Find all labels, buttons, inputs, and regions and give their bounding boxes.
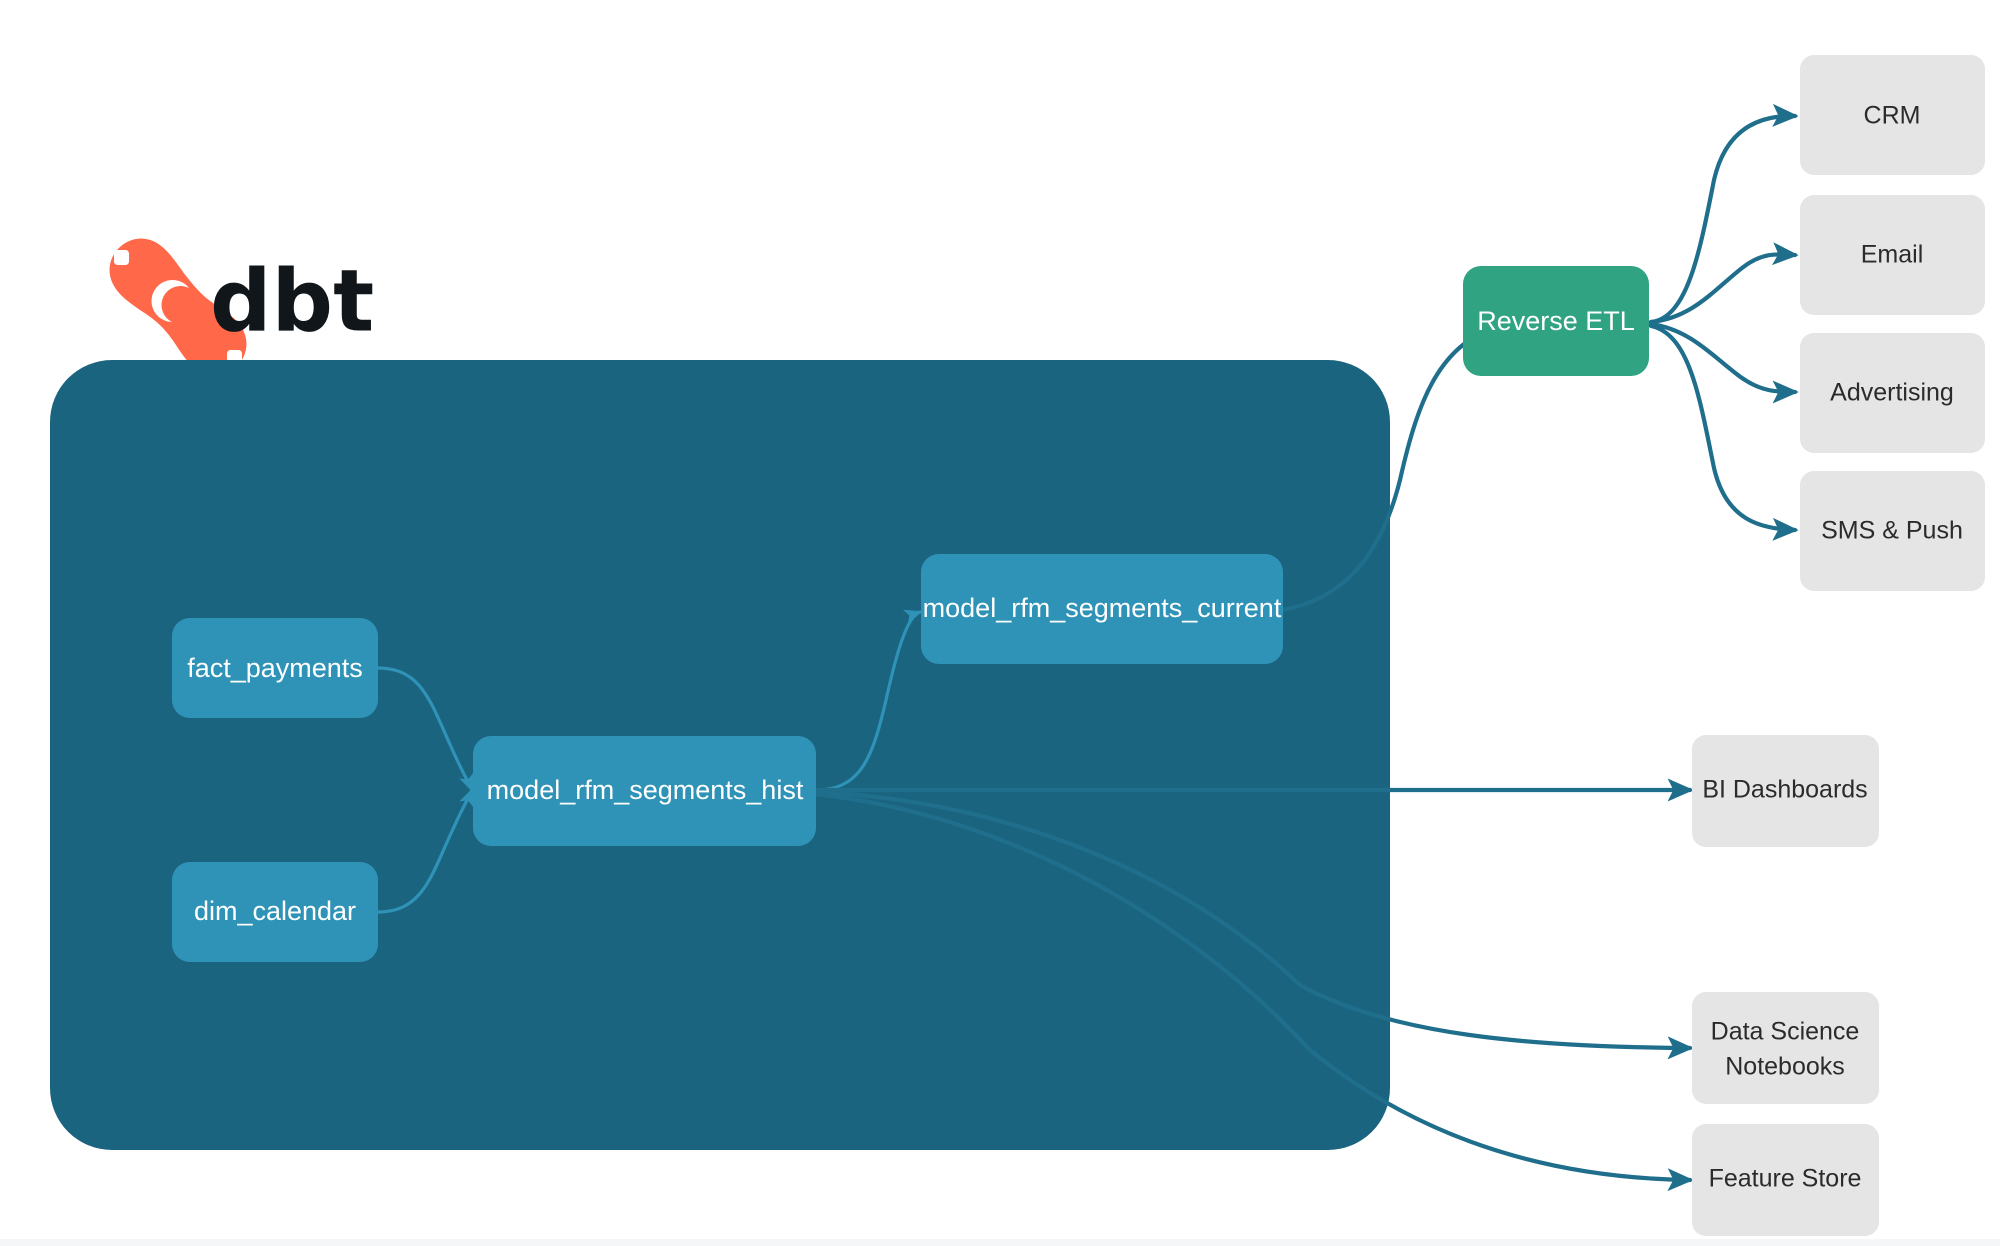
edge-current-to-reverse-etl <box>1279 318 1509 613</box>
model-node-rfm-segments-hist[interactable]: model_rfm_segments_hist <box>473 736 816 846</box>
model-node-rfm-segments-hist-label: model_rfm_segments_hist <box>487 775 804 805</box>
model-node-rfm-segments-current-label: model_rfm_segments_current <box>923 593 1282 623</box>
reverse-etl-label: Reverse ETL <box>1477 306 1635 336</box>
dbt-logo: dbt <box>109 238 374 376</box>
destination-box-sms-push-label: SMS & Push <box>1821 517 1963 545</box>
destination-box-email-label: Email <box>1861 241 1924 269</box>
destination-box-feature-store-label: Feature Store <box>1709 1165 1862 1193</box>
destination-box-data-science-notebooks[interactable]: Data Science Notebooks <box>1692 992 1879 1104</box>
dbt-logo-text: dbt <box>210 251 374 351</box>
model-node-fact-payments[interactable]: fact_payments <box>172 618 378 718</box>
edge-hist-to-current <box>813 609 923 792</box>
edge-hist-to-data-science-notebooks <box>812 789 1694 1060</box>
destination-box-email[interactable]: Email <box>1800 195 1985 315</box>
model-node-dim-calendar-label: dim_calendar <box>194 896 356 926</box>
destination-box-advertising-label: Advertising <box>1830 379 1954 407</box>
destination-box-data-science-notebooks-label-line2: Notebooks <box>1725 1053 1845 1081</box>
edge-reverse-etl-to-advertising <box>1648 321 1799 404</box>
destination-box-bi-dashboards-label: BI Dashboards <box>1702 776 1867 804</box>
edge-reverse-etl-to-email <box>1648 242 1799 325</box>
edge-dim-calendar-to-hist <box>376 787 474 914</box>
destination-box-crm[interactable]: CRM <box>1800 55 1985 175</box>
destination-box-feature-store[interactable]: Feature Store <box>1692 1124 1879 1236</box>
destination-box-advertising[interactable]: Advertising <box>1800 333 1985 453</box>
dbt-logo-mark <box>109 238 247 376</box>
reverse-etl-node[interactable]: Reverse ETL <box>1463 266 1649 376</box>
edge-reverse-etl-to-sms-push <box>1648 323 1799 541</box>
destination-box-crm-label: CRM <box>1864 102 1921 130</box>
destination-box-bi-dashboards[interactable]: BI Dashboards <box>1692 735 1879 847</box>
model-node-rfm-segments-current[interactable]: model_rfm_segments_current <box>921 554 1283 664</box>
edge-fact-payments-to-hist <box>376 666 474 793</box>
model-node-fact-payments-label: fact_payments <box>187 653 363 683</box>
destination-box-sms-push[interactable]: SMS & Push <box>1800 471 1985 591</box>
destination-box-data-science-notebooks-label-line1: Data Science <box>1711 1018 1860 1046</box>
edge-hist-to-feature-store <box>812 791 1694 1192</box>
edge-reverse-etl-to-crm <box>1648 103 1799 325</box>
internal-edges <box>376 609 923 914</box>
bottom-edge-band <box>0 1239 2000 1246</box>
model-node-dim-calendar[interactable]: dim_calendar <box>172 862 378 962</box>
